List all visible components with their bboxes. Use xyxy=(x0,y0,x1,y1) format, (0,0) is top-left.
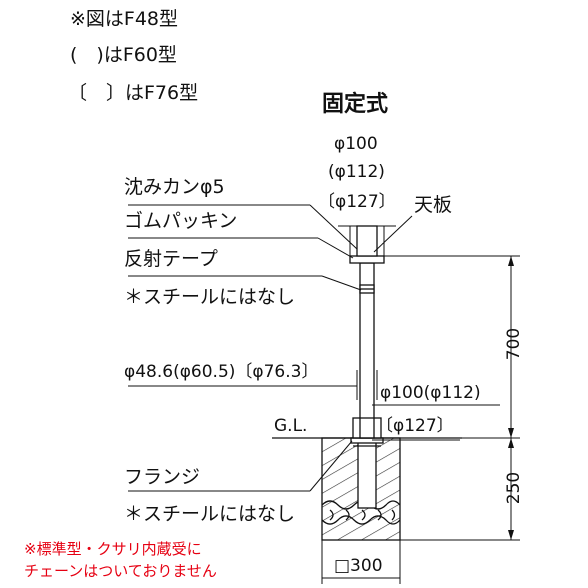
top-dia-f60: (φ112) xyxy=(328,162,385,182)
tape-label: 反射テープ xyxy=(124,248,218,270)
top-dia-f48: φ100 xyxy=(334,134,378,154)
top-plate xyxy=(349,255,385,264)
countersink-label: 沈みカンφ5 xyxy=(124,176,225,198)
top-dia-f76: 〔φ127〕 xyxy=(318,192,396,212)
footing-size: □300 xyxy=(334,556,383,576)
top-plate-label: 天板 xyxy=(414,194,453,216)
note-line-1: ※標準型・クサリ内蔵受に xyxy=(24,540,202,558)
flange-label: フランジ xyxy=(124,466,201,488)
depth-250: 250 xyxy=(504,471,524,505)
diagram-title: 固定式 xyxy=(322,92,389,117)
legend-f60: ( )はF60型 xyxy=(70,44,177,66)
flange-note: ＊スチールにはなし xyxy=(124,503,296,525)
base-diameter-f76: 〔φ127〕 xyxy=(376,416,454,436)
embedded-sleeve xyxy=(357,437,377,509)
tape-note: ＊スチールにはなし xyxy=(124,286,296,308)
pipe-diameter: φ48.6(φ60.5)〔φ76.3〕 xyxy=(124,362,319,382)
height-700: 700 xyxy=(504,327,524,361)
ground-level-label: G.L. xyxy=(274,416,308,436)
legend-f48: ※図はF48型 xyxy=(70,8,179,30)
legend-f76: 〔 〕はF76型 xyxy=(68,82,199,104)
gasket-label: ゴムパッキン xyxy=(124,210,238,232)
base-diameter: φ100(φ112) xyxy=(380,383,481,403)
note-line-2: チェーンはついておりません xyxy=(24,562,217,580)
